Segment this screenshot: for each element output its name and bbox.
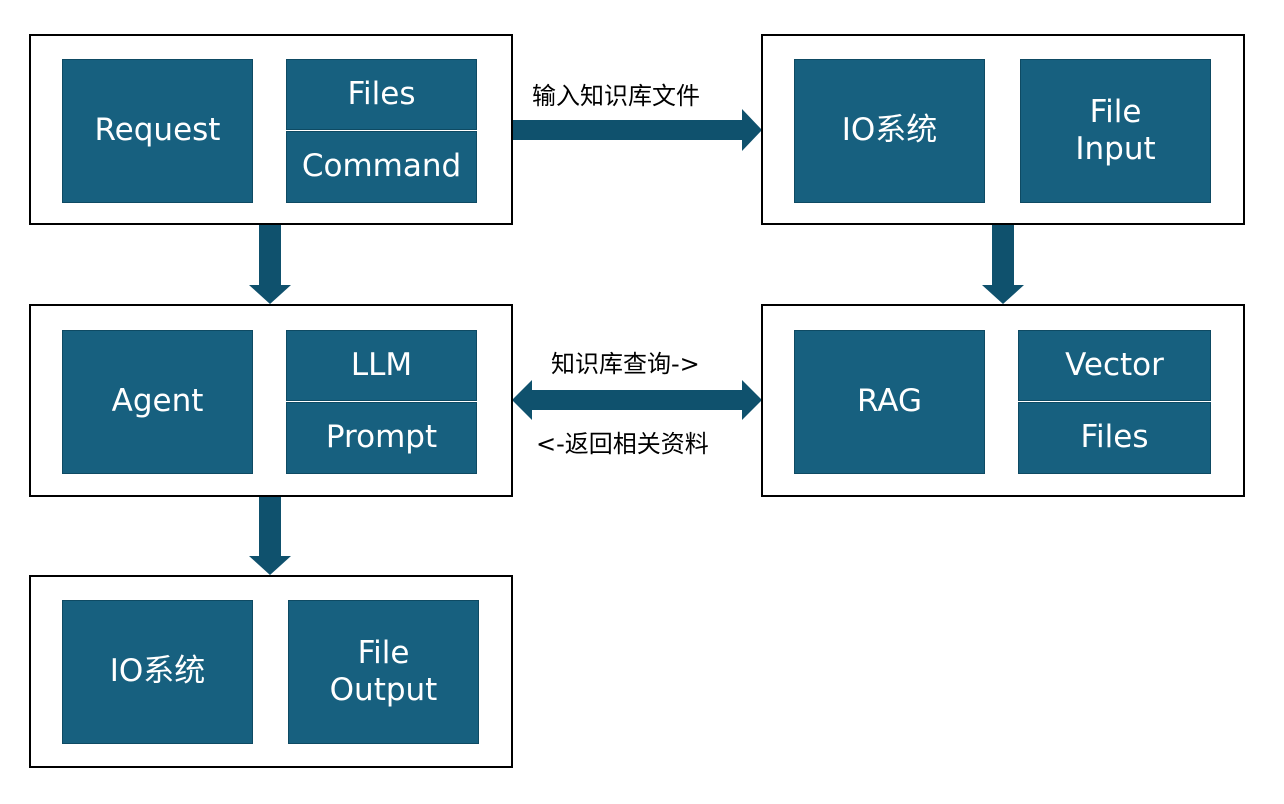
file-output-block: File Output [288, 600, 479, 744]
file-input-label: File Input [1075, 93, 1156, 167]
io-output-group: IO系统 File Output [29, 575, 513, 768]
files-block: Files [286, 59, 477, 130]
rag-files-block: Files [1018, 402, 1211, 474]
io-input-group: IO系统 File Input [761, 34, 1245, 225]
rag-label: RAG [857, 383, 922, 420]
file-output-label: File Output [329, 634, 438, 708]
arrow-agent-to-io-output [249, 496, 291, 575]
request-group: Request Files Command [29, 34, 513, 225]
prompt-label: Prompt [325, 419, 438, 456]
io-system-output-block: IO系统 [62, 600, 253, 744]
arrow-io-input-to-rag [982, 225, 1024, 304]
arrow-request-to-io-input [512, 109, 762, 151]
edge-label-return: <-返回相关资料 [536, 430, 709, 458]
rag-block: RAG [794, 330, 985, 474]
io-system-input-label: IO系统 [841, 112, 938, 149]
prompt-block: Prompt [286, 402, 477, 474]
vector-label: Vector [1065, 346, 1164, 383]
agent-block: Agent [62, 330, 253, 474]
llm-block: LLM [286, 330, 477, 401]
request-block: Request [62, 59, 253, 203]
command-label: Command [301, 148, 462, 185]
request-label: Request [94, 112, 221, 149]
edge-label-input-files: 输入知识库文件 [532, 82, 700, 110]
command-block: Command [286, 131, 477, 203]
file-input-block: File Input [1020, 59, 1211, 203]
io-system-input-block: IO系统 [794, 59, 985, 203]
agent-label: Agent [111, 383, 204, 420]
llm-label: LLM [350, 346, 413, 383]
agent-group: Agent LLM Prompt [29, 304, 513, 497]
vector-block: Vector [1018, 330, 1211, 401]
rag-group: RAG Vector Files [761, 304, 1245, 497]
arrow-agent-rag-bidirectional [512, 380, 762, 420]
arrow-request-to-agent [249, 225, 291, 304]
rag-files-label: Files [1080, 419, 1149, 456]
edge-label-query: 知识库查询-> [551, 350, 700, 378]
files-label: Files [347, 75, 416, 112]
io-system-output-label: IO系统 [109, 653, 206, 690]
